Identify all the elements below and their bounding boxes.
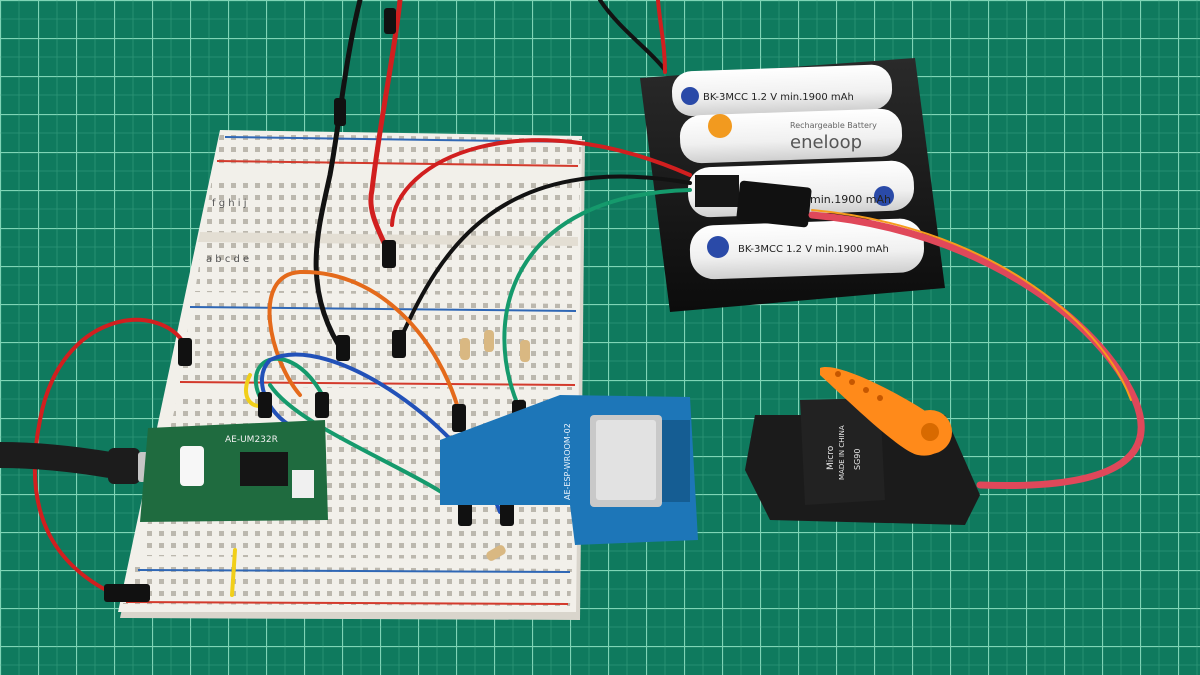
jumper-heads [104,8,526,602]
battery-4: BK-3MCC 1.2 V min.1900 mAh [689,218,925,280]
battery-2-sub: Rechargeable Battery [790,121,877,130]
battery-holder: BK-3MCC 1.2 V min.1900 mAh eneloop Recha… [640,58,945,312]
battery-2: eneloop Rechargeable Battery [679,108,903,164]
servo-connector [736,180,812,228]
battery-1: BK-3MCC 1.2 V min.1900 mAh [671,64,893,117]
battery-1-label: BK-3MCC 1.2 V min.1900 mAh [703,92,854,103]
esp-board: AE-ESP-WROOM-02 [440,395,698,545]
servo-model: SG90 [853,449,862,470]
bb-row-letters: a b c d e [206,254,249,265]
esp-module-label: AE-ESP-WROOM-02 [563,423,572,500]
battery-2-brand: eneloop [790,132,862,153]
servo: Micro MADE IN CHINA SG90 [745,367,980,525]
resistors [460,330,530,561]
usb-serial-module: AE-UM232R [140,420,328,522]
bb-row-letters-top: f g h i j [212,198,246,209]
battery-4-label: BK-3MCC 1.2 V min.1900 mAh [738,244,889,255]
servo-brand: Micro [826,445,836,470]
battery-3-label: min.1900 mAh [810,193,891,206]
servo-made: MADE IN CHINA [838,425,846,480]
usb-module-label: AE-UM232R [225,435,278,445]
